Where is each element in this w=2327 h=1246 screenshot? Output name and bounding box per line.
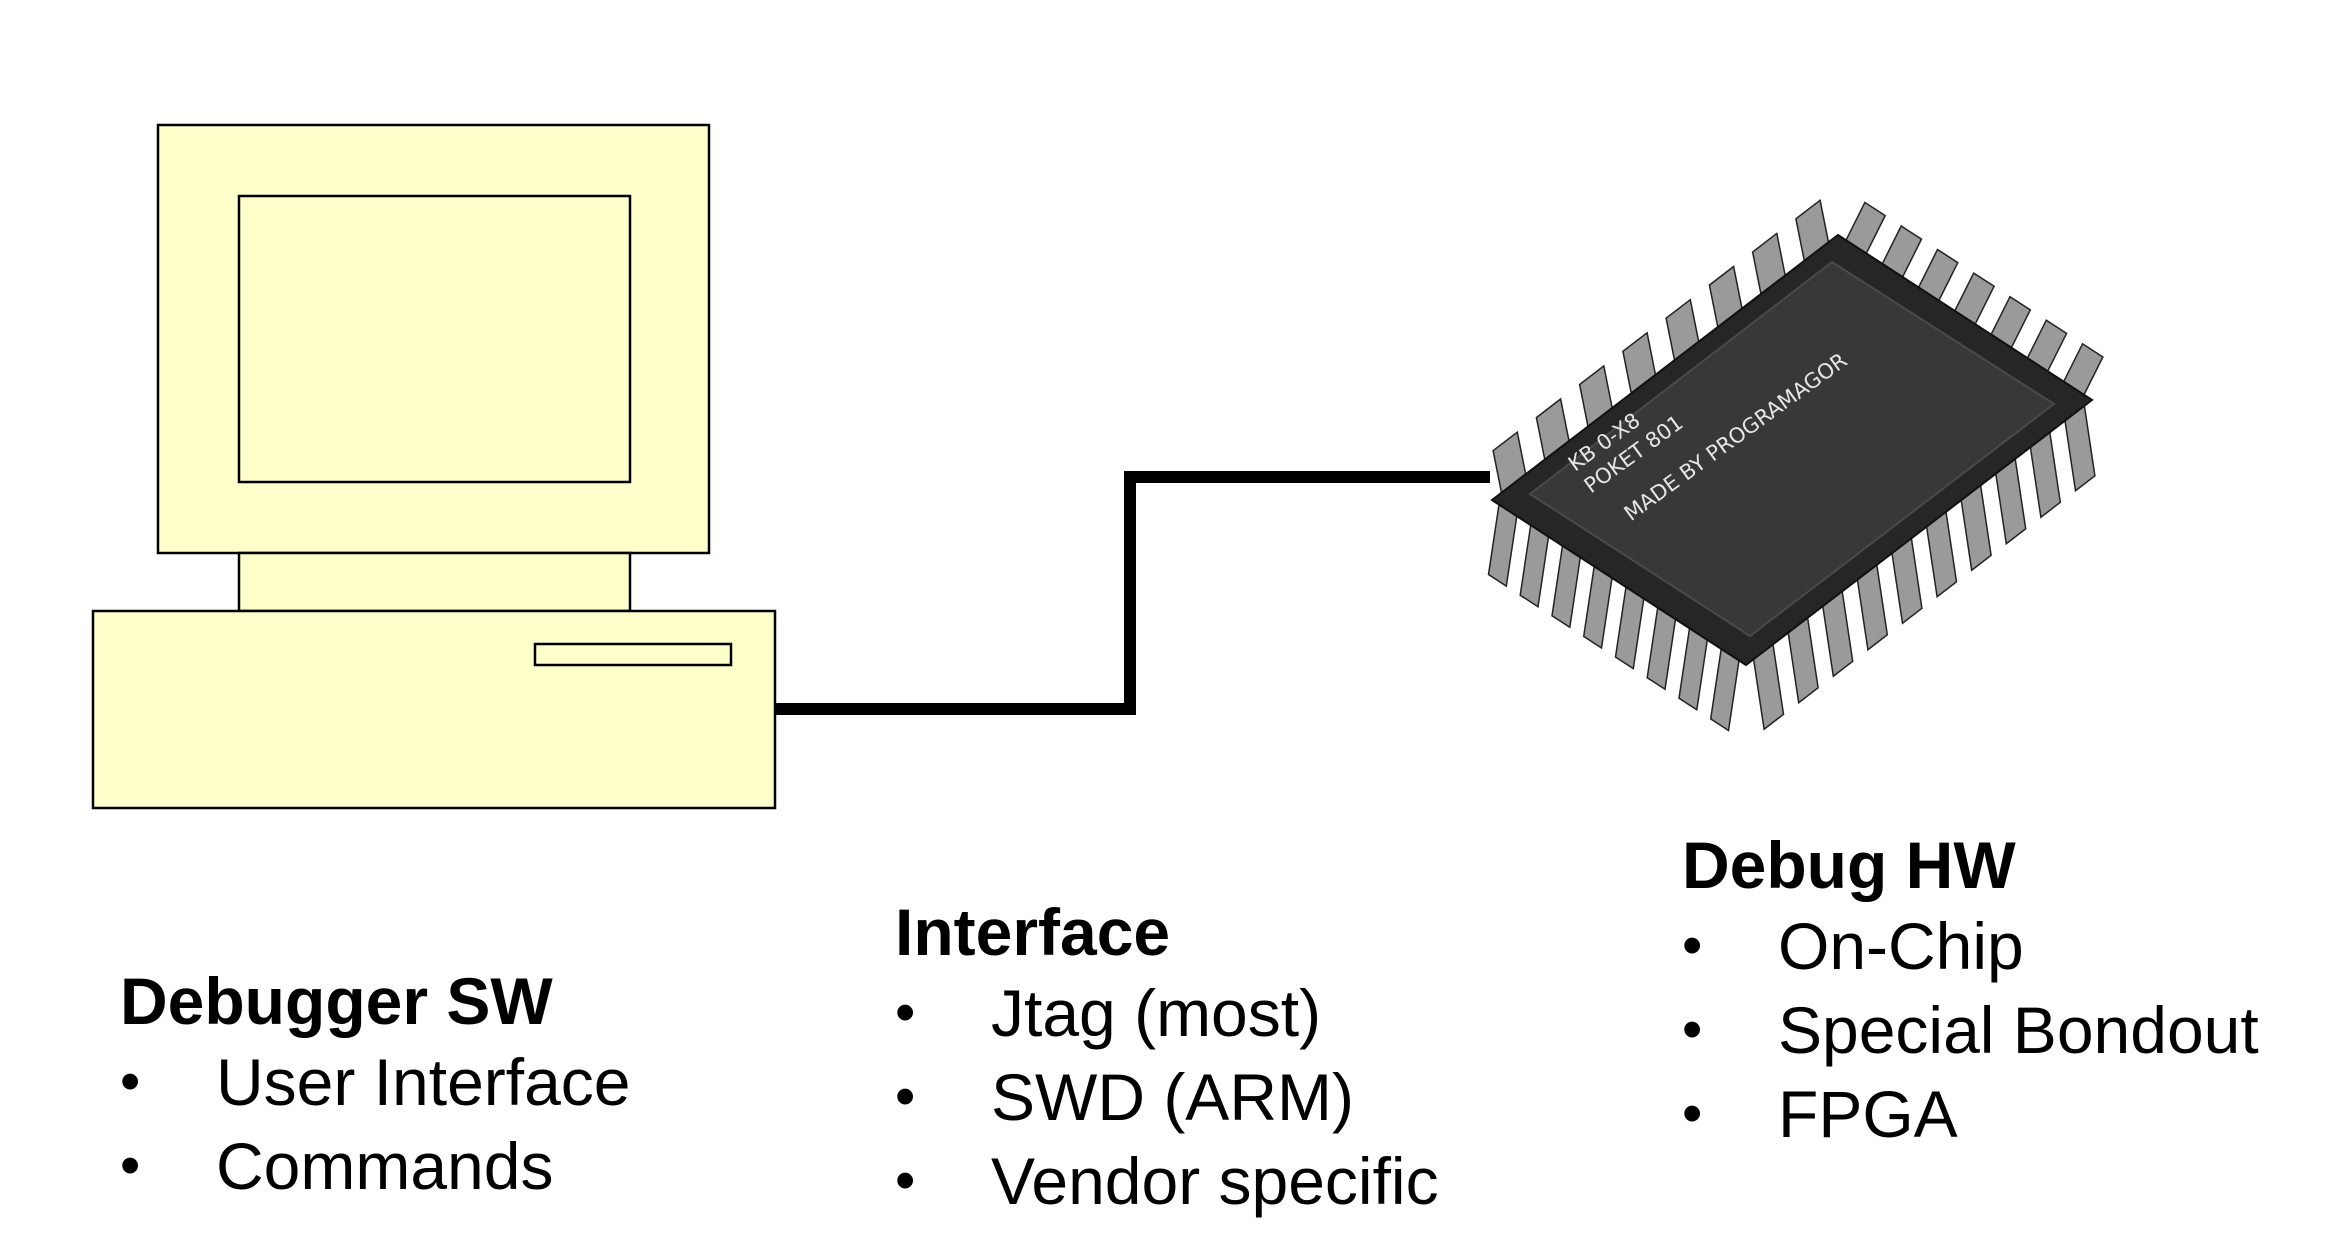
chip-pin: [1678, 627, 1709, 712]
monitor-screen: [237, 194, 632, 484]
list-item: •SWD (ARM): [895, 1055, 1439, 1139]
list-item: •Jtag (most): [895, 971, 1439, 1055]
chip-pin: [1614, 585, 1645, 670]
debug-hw-title: Debug HW: [1682, 828, 2016, 902]
chip-pin: [1960, 483, 1992, 572]
monitor-stand: [237, 551, 632, 613]
chip-pin: [1646, 606, 1677, 691]
interface-section: Interface •Jtag (most) •SWD (ARM) •Vendo…: [895, 893, 1439, 1223]
chip-pin: [1856, 563, 1889, 652]
debugger-sw-section: Debugger SW •User Interface •Commands: [120, 962, 631, 1208]
bullet-icon: •: [120, 1049, 141, 1114]
list-item: •On-Chip: [1682, 904, 2259, 988]
bullet-icon: •: [895, 1064, 916, 1129]
interface-title: Interface: [895, 895, 1171, 969]
chip-pin: [1709, 647, 1740, 732]
chip-pin: [1582, 565, 1613, 650]
list-item: •Vendor specific: [895, 1139, 1439, 1223]
bullet-icon: •: [120, 1133, 141, 1198]
interface-cable: [775, 471, 1490, 715]
chip-pin: [1994, 457, 2027, 546]
chip-pin: [1925, 510, 1958, 599]
chip-pin: [1519, 523, 1550, 608]
chip-pins: [1487, 198, 2104, 732]
debug-hw-section: Debug HW •On-Chip •Special Bondout •FPGA: [1682, 826, 2259, 1156]
debugger-sw-list: •User Interface •Commands: [120, 1040, 631, 1208]
list-item: •Commands: [120, 1124, 631, 1208]
bullet-icon: •: [895, 1148, 916, 1213]
debug-hw-list: •On-Chip •Special Bondout •FPGA: [1682, 904, 2259, 1156]
list-item: •Special Bondout: [1682, 988, 2259, 1072]
bullet-icon: •: [895, 980, 916, 1045]
list-item: •User Interface: [120, 1040, 631, 1124]
bullet-icon: •: [1682, 913, 1703, 978]
computer-base: [91, 609, 777, 810]
debugger-sw-title: Debugger SW: [120, 964, 553, 1038]
bullet-icon: •: [1682, 997, 1703, 1062]
chip-pin: [1551, 544, 1582, 629]
chip-pin: [2064, 404, 2096, 493]
computer-icon: [91, 123, 777, 810]
chip-pin: [1787, 616, 1819, 705]
chip-pin: [1487, 503, 1518, 588]
chip-top-face: [1528, 260, 2056, 638]
chip-pin: [1752, 642, 1785, 731]
interface-list: •Jtag (most) •SWD (ARM) •Vendor specific: [895, 971, 1439, 1223]
bullet-icon: •: [1682, 1081, 1703, 1146]
disk-drive-slot: [533, 642, 733, 667]
list-item: •FPGA: [1682, 1072, 2259, 1156]
chip-pin: [2029, 430, 2062, 519]
chip-pin: [1891, 536, 1923, 625]
chip-pin: [1821, 589, 1854, 678]
chip-icon: KB 0-X8 POKET 801 MADE BY PROGRAMAGOR: [1487, 198, 2104, 732]
